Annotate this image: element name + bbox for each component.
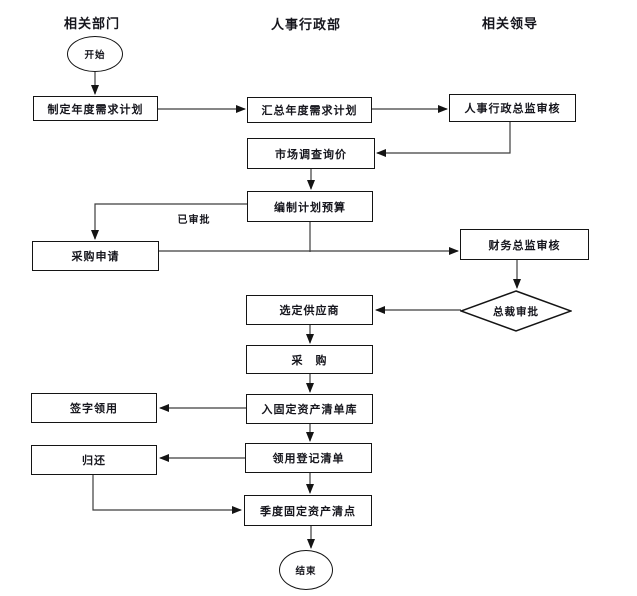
edge-return-to-quarterly-check — [92, 475, 242, 514]
node-president-approval-label: 总裁审批 — [493, 305, 539, 318]
node-quarterly-fixed-asset-check-label: 季度固定资产清点 — [260, 504, 356, 518]
node-make-annual-plan-label: 制定年度需求计划 — [47, 102, 144, 116]
node-sign-for-use-label: 签字领用 — [70, 402, 118, 415]
node-select-supplier-label: 选定供应商 — [279, 304, 340, 317]
node-hr-admin-director-review-label: 人事行政总监审核 — [464, 102, 561, 115]
node-purchase-label: 采 购 — [291, 353, 328, 367]
node-start: 开始 — [67, 36, 123, 72]
node-usage-registration-list: 领用登记清单 — [245, 443, 372, 473]
node-usage-registration-list-label: 领用登记清单 — [272, 452, 345, 465]
node-start-label: 开始 — [84, 50, 106, 61]
node-purchase: 采 购 — [246, 345, 373, 374]
node-end: 结束 — [279, 550, 333, 590]
node-enter-fixed-asset-list: 入固定资产清单库 — [246, 394, 373, 424]
node-hr-admin-director-review: 人事行政总监审核 — [449, 94, 576, 122]
column-header-related-departments: 相关部门 — [63, 17, 120, 32]
node-sign-for-use: 签字领用 — [31, 393, 157, 423]
node-purchase-request-label: 采购申请 — [71, 250, 120, 263]
node-return-label: 归还 — [82, 454, 106, 467]
node-prepare-plan-budget: 编制计划预算 — [247, 191, 373, 222]
node-purchase-request: 采购申请 — [32, 241, 159, 271]
node-market-survey-inquiry: 市场调查询价 — [247, 138, 375, 169]
node-make-annual-plan: 制定年度需求计划 — [33, 96, 158, 121]
node-prepare-plan-budget-label: 编制计划预算 — [274, 200, 346, 214]
node-president-approval: 总裁审批 — [460, 290, 572, 332]
node-market-survey-inquiry-label: 市场调查询价 — [275, 147, 347, 161]
column-header-hr-admin-dept: 人事行政部 — [271, 18, 342, 33]
node-end-label: 结束 — [295, 566, 317, 577]
node-enter-fixed-asset-list-label: 入固定资产清单库 — [261, 403, 358, 416]
diamond-shape — [460, 290, 572, 332]
edge-label-approved: 已审批 — [177, 215, 211, 226]
node-summarize-annual-plan-label: 汇总年度需求计划 — [261, 104, 358, 117]
node-select-supplier: 选定供应商 — [246, 295, 373, 325]
node-return: 归还 — [31, 445, 157, 475]
node-finance-director-review: 财务总监审核 — [460, 229, 589, 260]
node-quarterly-fixed-asset-check: 季度固定资产清点 — [244, 495, 372, 526]
edge-hr-review-to-market-survey — [376, 122, 511, 157]
node-summarize-annual-plan: 汇总年度需求计划 — [247, 97, 372, 123]
column-header-related-leaders: 相关领导 — [481, 17, 538, 32]
node-finance-director-review-label: 财务总监审核 — [488, 238, 561, 252]
edge-budget-to-purchase-request — [91, 203, 247, 240]
